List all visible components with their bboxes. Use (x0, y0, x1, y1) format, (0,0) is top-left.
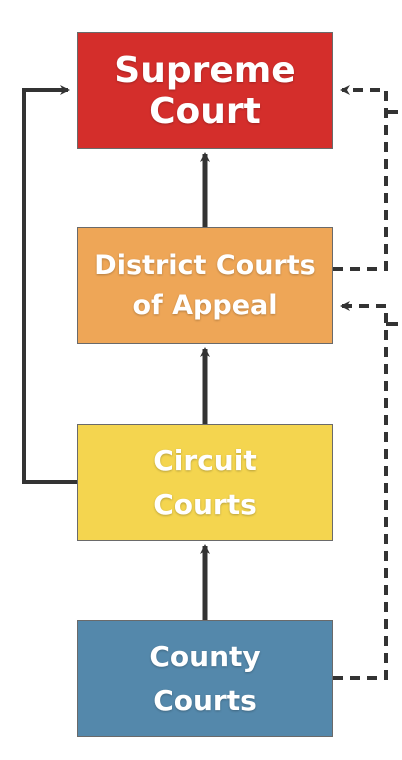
supreme-court-label-line1: Supreme (114, 49, 296, 91)
district-courts-of-appeal-box: District Courts of Appeal (77, 227, 333, 344)
dashed-arrow-county-to-district (333, 301, 388, 680)
supreme-court-label-line2: Court (149, 90, 261, 132)
district-courts-label-line1: District Courts (94, 249, 316, 281)
circuit-courts-label-line2: Courts (153, 487, 257, 521)
county-courts-label-line1: County (149, 639, 261, 673)
county-courts-box: County Courts (77, 620, 333, 737)
supreme-court-box: Supreme Court (77, 32, 333, 149)
district-courts-label-line2: of Appeal (132, 289, 278, 321)
circuit-courts-label-line1: Circuit (153, 443, 257, 477)
arrow-circuit-to-supreme (22, 85, 77, 484)
circuit-courts-box: Circuit Courts (77, 424, 333, 541)
dashed-arrow-district-to-supreme (333, 85, 388, 271)
county-courts-label-line2: Courts (153, 683, 257, 717)
